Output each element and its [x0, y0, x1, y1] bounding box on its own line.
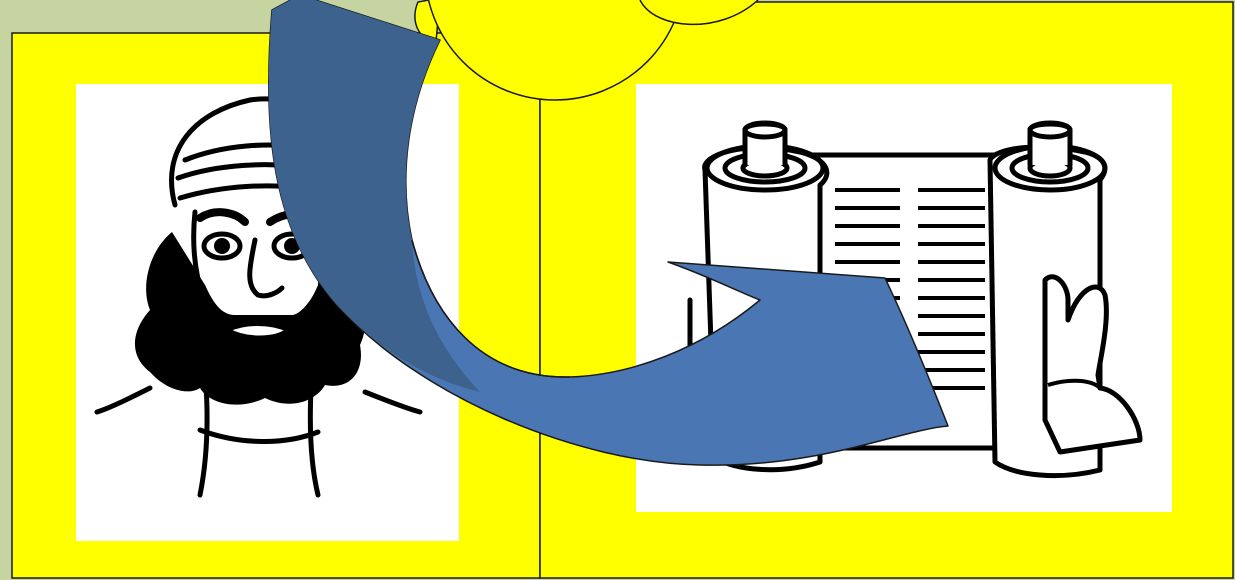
slide-canvas [0, 0, 1235, 580]
slide [0, 0, 1235, 580]
